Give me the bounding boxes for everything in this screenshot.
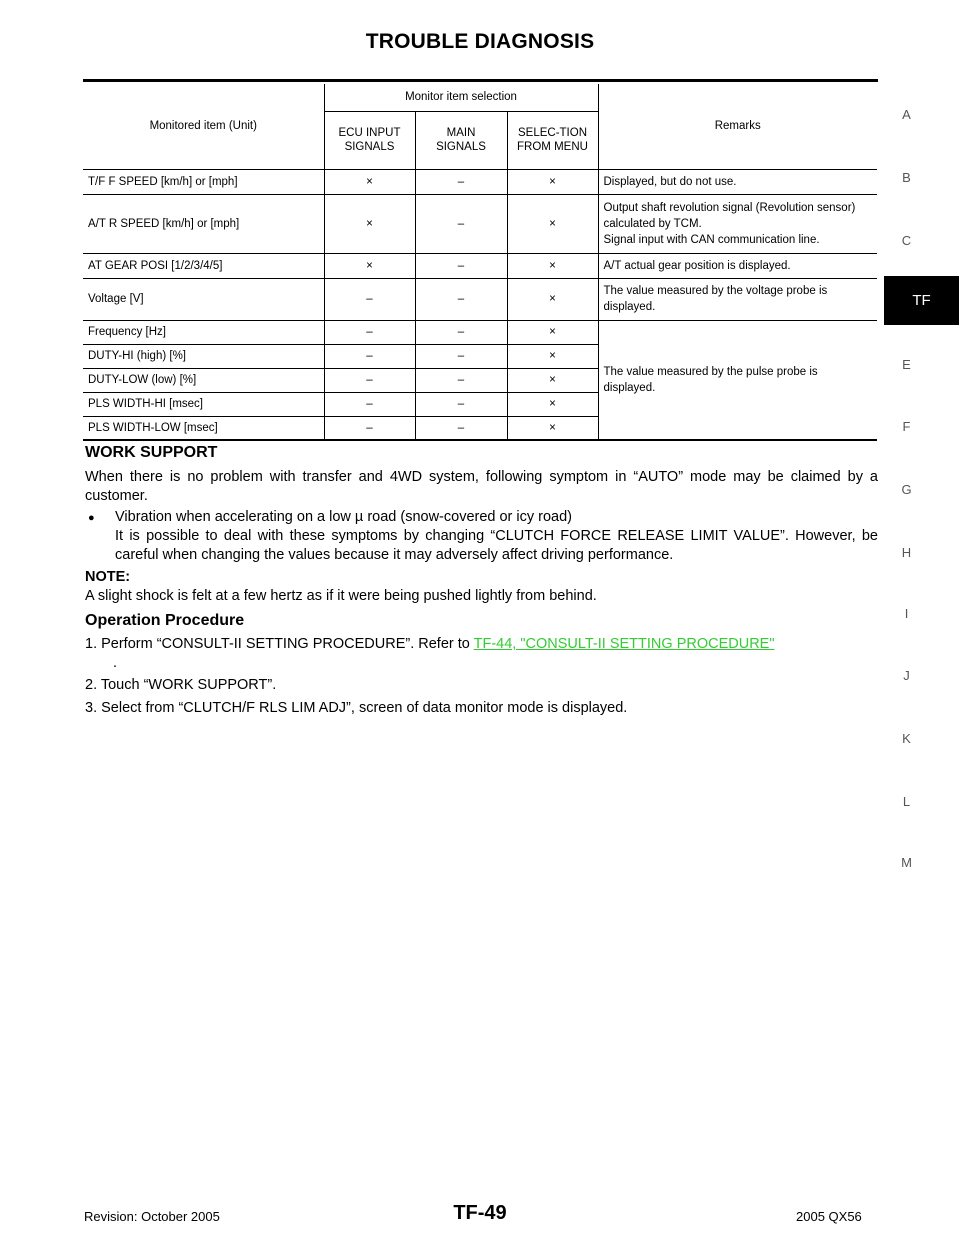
section-index-j[interactable]: J <box>903 668 910 683</box>
remark-cell: Displayed, but do not use. <box>597 169 877 194</box>
ecu-cell: – <box>323 367 415 392</box>
header-remarks: Remarks <box>597 84 877 170</box>
table-row: DUTY-HI (high) [%] – – × <box>83 343 877 368</box>
main-cell: – <box>414 319 507 344</box>
main-cell: – <box>414 343 507 368</box>
main-cell: – <box>414 391 507 416</box>
step-2: 2. Touch “WORK SUPPORT”. <box>85 677 277 693</box>
ecu-cell: – <box>323 415 415 441</box>
work-support-heading: WORK SUPPORT <box>85 444 218 461</box>
table-row: T/F F SPEED [km/h] or [mph] × – × Displa… <box>83 169 877 194</box>
ecu-cell: – <box>323 343 415 368</box>
remark-cell: A/T actual gear position is displayed. <box>597 252 877 278</box>
item-cell: Voltage [V] <box>83 277 324 320</box>
page-number: TF-49 <box>453 1202 507 1224</box>
table-row: AT GEAR POSI [1/2/3/4/5] × – × A/T actua… <box>83 252 877 278</box>
footer-model: 2005 QX56 <box>796 1209 862 1224</box>
table-row: A/T R SPEED [km/h] or [mph] × – × Output… <box>83 193 877 253</box>
footer-revision: Revision: October 2005 <box>84 1209 220 1224</box>
section-index-i[interactable]: I <box>904 606 909 621</box>
selection-cell: × <box>506 343 598 368</box>
step-3: 3. Select from “CLUTCH/F RLS LIM ADJ”, s… <box>85 700 628 716</box>
selection-cell: × <box>506 391 598 416</box>
section-index-b[interactable]: B <box>902 170 911 185</box>
header-monitor-item-selection: Monitor item selection <box>323 84 598 111</box>
ecu-cell: – <box>323 319 415 344</box>
main-cell: – <box>414 277 507 320</box>
section-index: A B C TF E F G H I J K L M <box>884 0 959 1242</box>
section-index-h[interactable]: H <box>901 545 912 560</box>
item-cell: DUTY-LOW (low) [%] <box>83 367 324 392</box>
selection-cell: × <box>506 277 598 320</box>
section-index-g[interactable]: G <box>901 482 912 497</box>
header-ecu-input-signals: ECU INPUT SIGNALS <box>323 110 415 170</box>
bullet-line-1: Vibration when accelerating on a low µ r… <box>115 509 573 525</box>
selection-cell: × <box>506 367 598 392</box>
bullet-dot-icon: ● <box>88 512 95 524</box>
step-1-text: 1. Perform “CONSULT-II SETTING PROCEDURE… <box>85 636 474 652</box>
selection-cell: × <box>506 169 598 194</box>
remark-cell: The value measured by the voltage probe … <box>597 277 877 320</box>
selection-cell: × <box>506 252 598 278</box>
table-row: DUTY-LOW (low) [%] – – × <box>83 367 877 392</box>
item-cell: T/F F SPEED [km/h] or [mph] <box>88 175 238 188</box>
operation-procedure-heading: Operation Procedure <box>85 612 245 629</box>
section-index-k[interactable]: K <box>902 731 911 746</box>
step-1-reference-link[interactable]: TF-44, "CONSULT-II SETTING PROCEDURE" <box>473 636 775 652</box>
section-index-c[interactable]: C <box>901 233 912 248</box>
item-cell: DUTY-HI (high) [%] <box>83 343 324 368</box>
step-1-tail: . <box>113 655 118 671</box>
header-selection-from-menu: SELEC-TION FROM MENU <box>506 110 598 170</box>
ecu-cell: × <box>323 252 415 278</box>
note-text: A slight shock is felt at a few hertz as… <box>85 588 597 604</box>
main-cell: – <box>414 415 507 441</box>
ecu-cell: – <box>323 391 415 416</box>
item-cell: PLS WIDTH-HI [msec] <box>83 391 324 416</box>
selection-cell: × <box>506 193 598 253</box>
main-cell: – <box>414 169 507 194</box>
merged-remark-cell: The value measured by the pulse probe is… <box>597 319 877 441</box>
section-index-a[interactable]: A <box>902 107 911 122</box>
header-rule <box>83 79 878 82</box>
item-cell: AT GEAR POSI [1/2/3/4/5] <box>83 252 324 278</box>
table-row: PLS WIDTH-HI [msec] – – × <box>83 391 877 416</box>
table-row: Frequency [Hz] – – × The value measured … <box>83 319 877 441</box>
monitor-item-table: Monitored item (Unit) Monitor item selec… <box>83 84 877 441</box>
section-index-m[interactable]: M <box>901 855 912 870</box>
work-support-intro: When there is no problem with transfer a… <box>85 469 878 504</box>
main-cell: – <box>414 367 507 392</box>
item-cell: PLS WIDTH-LOW [msec] <box>83 415 324 441</box>
header-monitored-item: Monitored item (Unit) <box>83 84 324 170</box>
ecu-cell: – <box>323 277 415 320</box>
note-label: NOTE: <box>85 569 131 585</box>
header-main-signals: MAIN SIGNALS <box>414 110 507 170</box>
remark-cell: Output shaft revolution signal (Revoluti… <box>597 193 877 253</box>
section-index-l[interactable]: L <box>902 794 911 809</box>
section-index-e[interactable]: E <box>902 357 911 372</box>
bullet-line-2: It is possible to deal with these sympto… <box>115 528 878 563</box>
step-1: 1. Perform “CONSULT-II SETTING PROCEDURE… <box>85 635 878 654</box>
table-row: PLS WIDTH-LOW [msec] – – × <box>83 415 877 441</box>
main-cell: – <box>414 193 507 253</box>
ecu-cell: × <box>323 193 415 253</box>
item-cell: Frequency [Hz] <box>83 319 324 344</box>
page-title: TROUBLE DIAGNOSIS <box>365 30 595 53</box>
item-cell: A/T R SPEED [km/h] or [mph] <box>83 193 324 253</box>
selection-cell: × <box>506 415 598 441</box>
main-cell: – <box>414 252 507 278</box>
ecu-cell: × <box>323 169 415 194</box>
table-row: Voltage [V] – – × The value measured by … <box>83 277 877 320</box>
section-index-tf-active[interactable]: TF <box>884 276 959 325</box>
selection-cell: × <box>506 319 598 344</box>
section-index-f[interactable]: F <box>902 419 911 434</box>
